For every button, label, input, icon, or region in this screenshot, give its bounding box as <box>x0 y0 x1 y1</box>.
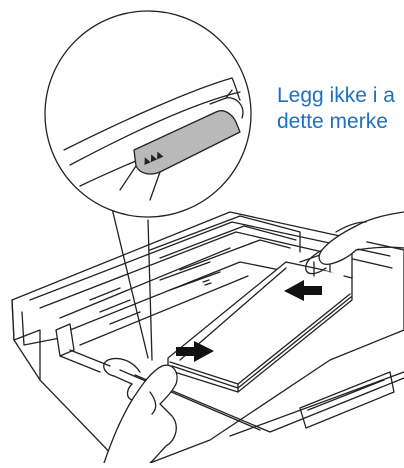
caption-line-2: dette merke <box>277 110 388 133</box>
caption-line-1: Legg ikke i a <box>277 84 395 107</box>
instruction-caption: Legg ikke i a dette merke <box>277 83 404 135</box>
magnifier-callout <box>44 10 252 361</box>
arrow-right <box>176 341 214 362</box>
arrow-left <box>284 280 322 301</box>
hand-right <box>305 211 404 275</box>
hand-left <box>103 357 178 464</box>
